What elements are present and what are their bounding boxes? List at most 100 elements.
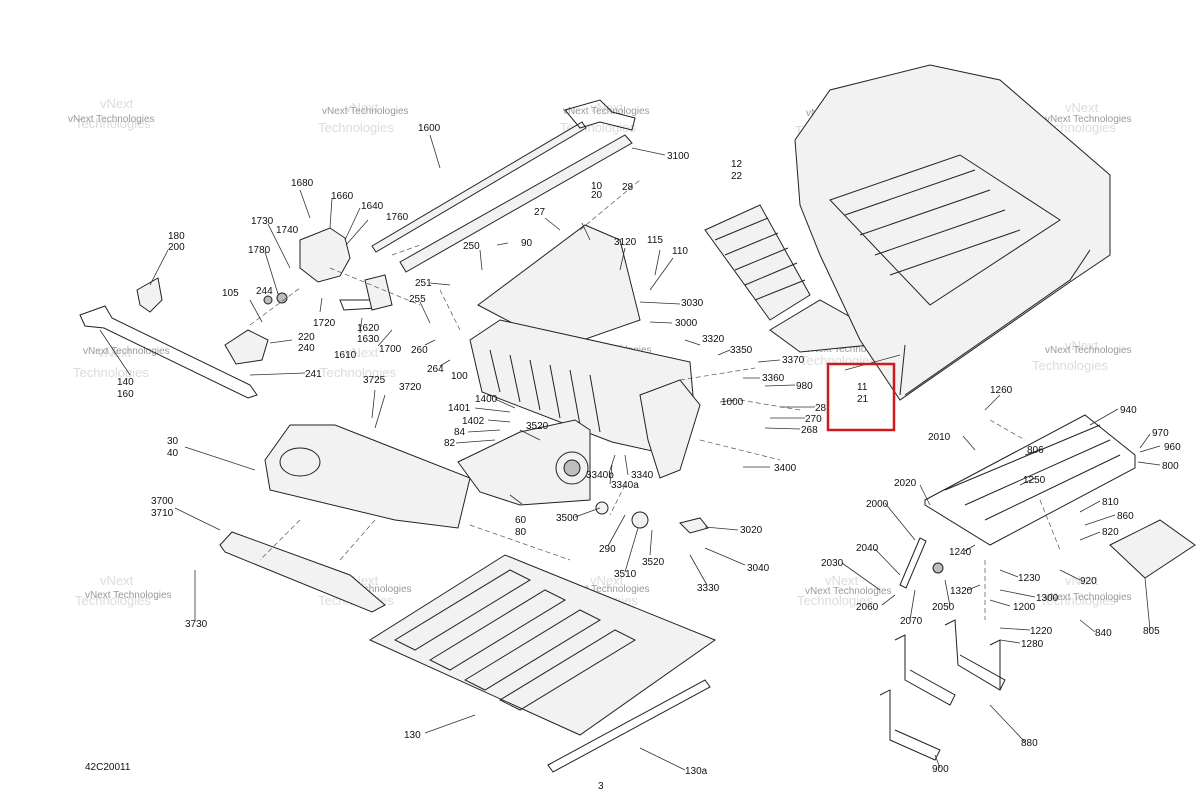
- mat-12-ridges: [714, 217, 806, 301]
- callout-2030: 2030: [821, 558, 844, 569]
- callout-3320: 3320: [702, 334, 725, 345]
- callout-3340b: 3340b: [586, 470, 614, 481]
- callout-3340a: 3340a: [611, 480, 639, 491]
- callout-40: 40: [167, 448, 179, 459]
- callout-1640: 1640: [361, 201, 384, 212]
- callout-27: 27: [534, 207, 546, 218]
- speaker-panel-60: [457, 419, 591, 506]
- callout-3730: 3730: [185, 619, 208, 630]
- svg-text:vNext Technologies: vNext Technologies: [325, 584, 412, 595]
- callout-130a: 130a: [685, 766, 708, 777]
- callout-255: 255: [409, 294, 426, 305]
- bushing-1780: [276, 292, 288, 304]
- callout-2040: 2040: [856, 543, 879, 554]
- svg-text:Technologies: Technologies: [1032, 358, 1108, 373]
- callout-100: 100: [451, 371, 468, 382]
- bar-3100: [399, 134, 633, 273]
- callout-28: 28: [815, 403, 827, 414]
- callout-980: 980: [796, 381, 813, 392]
- callout-1740: 1740: [276, 225, 299, 236]
- callout-110: 110: [672, 246, 688, 257]
- callout-80: 80: [515, 527, 527, 538]
- callout-3000: 3000: [675, 318, 698, 329]
- callout-1630: 1630: [357, 334, 380, 345]
- side-panel-30: [264, 424, 471, 529]
- callout-3350: 3350: [730, 345, 753, 356]
- highlight-box[interactable]: [826, 362, 896, 432]
- callout-3100: 3100: [667, 151, 690, 162]
- callout-2050: 2050: [932, 602, 955, 613]
- callout-84: 84: [454, 427, 466, 438]
- svg-text:vNext Technologies: vNext Technologies: [1045, 345, 1132, 356]
- bed-cover-130: [368, 554, 717, 736]
- svg-text:vNext Technologies: vNext Technologies: [1045, 114, 1132, 125]
- callout-251: 251: [415, 278, 432, 289]
- callout-220: 220: [298, 332, 315, 343]
- callout-260: 260: [411, 345, 428, 356]
- callout-820: 820: [1102, 527, 1119, 538]
- svg-text:vNext Technologies: vNext Technologies: [1045, 592, 1132, 603]
- callout-28: 28: [622, 182, 634, 193]
- svg-text:Technologies: Technologies: [75, 593, 151, 608]
- callout-3360: 3360: [762, 373, 785, 384]
- callout-250: 250: [463, 241, 480, 252]
- plate-805: [1109, 519, 1196, 579]
- svg-text:vNext: vNext: [345, 345, 379, 360]
- cap-3510: [631, 511, 649, 529]
- rod-140: [79, 305, 258, 399]
- callout-3020: 3020: [740, 525, 763, 536]
- callout-290: 290: [599, 544, 616, 555]
- callout-3700: 3700: [151, 496, 174, 507]
- callout-940: 940: [1120, 405, 1137, 416]
- callout-2020: 2020: [894, 478, 917, 489]
- cargo-box: [794, 64, 1111, 401]
- callout-3725: 3725: [363, 375, 386, 386]
- callout-264: 264: [427, 364, 444, 375]
- rail-130a: [547, 679, 711, 773]
- callout-82: 82: [444, 438, 456, 449]
- svg-text:vNext Technologies: vNext Technologies: [83, 346, 170, 357]
- callout-12: 12: [731, 159, 743, 170]
- callout-1280: 1280: [1021, 639, 1044, 650]
- bushing-244: [263, 295, 273, 305]
- assembly-lines: [249, 179, 1061, 620]
- callout-1610: 1610: [334, 350, 357, 361]
- bed-rail: [899, 249, 1091, 396]
- bracket-880: [944, 619, 1006, 691]
- callout-1200: 1200: [1013, 602, 1036, 613]
- callout-1660: 1660: [331, 191, 354, 202]
- callout-920: 920: [1080, 576, 1097, 587]
- svg-text:Technologies: Technologies: [800, 353, 876, 368]
- callout-3030: 3030: [681, 298, 704, 309]
- hinge-assembly-1740: [299, 227, 351, 283]
- callout-3520: 3520: [642, 557, 665, 568]
- speaker-3520: [555, 451, 589, 485]
- callout-1402: 1402: [462, 416, 485, 427]
- watermark: vNext Technologies vNext Technologies: [1040, 573, 1132, 608]
- svg-text:vNext: vNext: [1065, 100, 1099, 115]
- callout-270: 270: [805, 414, 822, 425]
- callout-1320: 1320: [950, 586, 973, 597]
- bracket-1620: [364, 274, 393, 311]
- callout-3120: 3120: [614, 237, 637, 248]
- watermark: vNext Technologies vNext Technologies: [797, 573, 892, 608]
- cover-220: [224, 329, 269, 365]
- svg-text:Technologies: Technologies: [320, 365, 396, 380]
- leader-lines: [99, 134, 1161, 771]
- cargo-box-floor: [829, 154, 1061, 306]
- callout-1250: 1250: [1023, 475, 1046, 486]
- svg-text:vNext Technologies: vNext Technologies: [806, 344, 893, 355]
- callout-1401: 1401: [448, 403, 471, 414]
- callout-3510: 3510: [614, 569, 637, 580]
- callout-960: 960: [1164, 442, 1181, 453]
- callout-1620: 1620: [357, 323, 380, 334]
- callout-1700: 1700: [379, 344, 402, 355]
- callout-11: 11: [857, 382, 868, 393]
- callout-805: 805: [1143, 626, 1160, 637]
- callout-900: 900: [932, 764, 949, 775]
- svg-text:vNext: vNext: [100, 96, 134, 111]
- callout-800: 800: [1162, 461, 1179, 472]
- svg-text:Technologies: Technologies: [73, 365, 149, 380]
- callout-3520: 3520: [526, 421, 549, 432]
